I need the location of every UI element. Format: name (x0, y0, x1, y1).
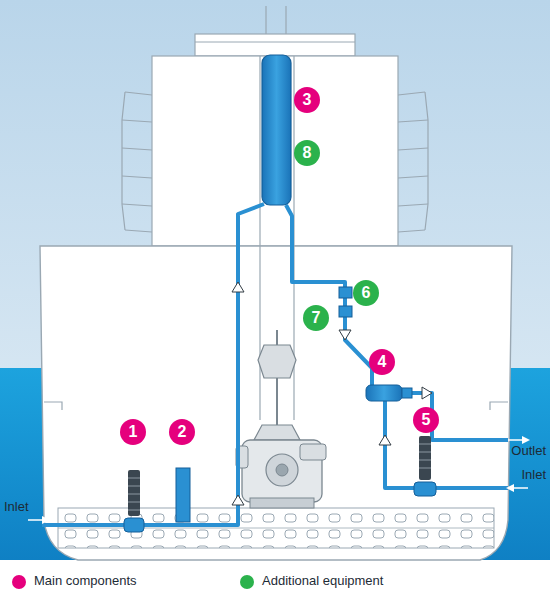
double-bottom (58, 508, 494, 548)
callout-number: 2 (178, 424, 187, 440)
callout-circle: 8 (294, 140, 320, 166)
bridge-top (195, 34, 355, 56)
hull (40, 246, 512, 560)
callout-circle: 1 (120, 419, 146, 445)
callout-circle: 7 (303, 305, 329, 331)
callout-number: 8 (303, 145, 312, 161)
flow-label: Inlet (521, 468, 546, 482)
callout-circle: 5 (413, 407, 439, 433)
ballast-pipes (42, 204, 508, 525)
callout-number: 4 (378, 354, 387, 370)
equipment-7 (339, 306, 352, 317)
pump-5 (414, 436, 436, 496)
legend-text: Main components (34, 574, 137, 588)
legend-swatch (12, 575, 26, 589)
flow-label: Inlet (4, 500, 29, 514)
callout-circle: 2 (169, 419, 195, 445)
treatment-unit (262, 55, 291, 205)
legend-text: Additional equipment (262, 574, 383, 588)
callout-circle: 6 (353, 280, 379, 306)
equipment-6 (339, 287, 352, 298)
superstructure (152, 56, 398, 246)
flow-label: Outlet (511, 444, 546, 458)
callout-number: 1 (129, 424, 138, 440)
callout-circle: 3 (294, 87, 320, 113)
callout-circle: 4 (369, 349, 395, 375)
callout-number: 5 (422, 412, 431, 428)
callout-number: 6 (362, 285, 371, 301)
flow-arrows (232, 282, 432, 505)
sky (0, 0, 550, 560)
callout-number: 7 (312, 310, 321, 326)
engine (236, 330, 326, 508)
filter-2 (176, 468, 190, 522)
callout-number: 3 (303, 92, 312, 108)
pump-1 (124, 470, 144, 532)
component-4 (366, 385, 412, 401)
legend-swatch (240, 575, 254, 589)
